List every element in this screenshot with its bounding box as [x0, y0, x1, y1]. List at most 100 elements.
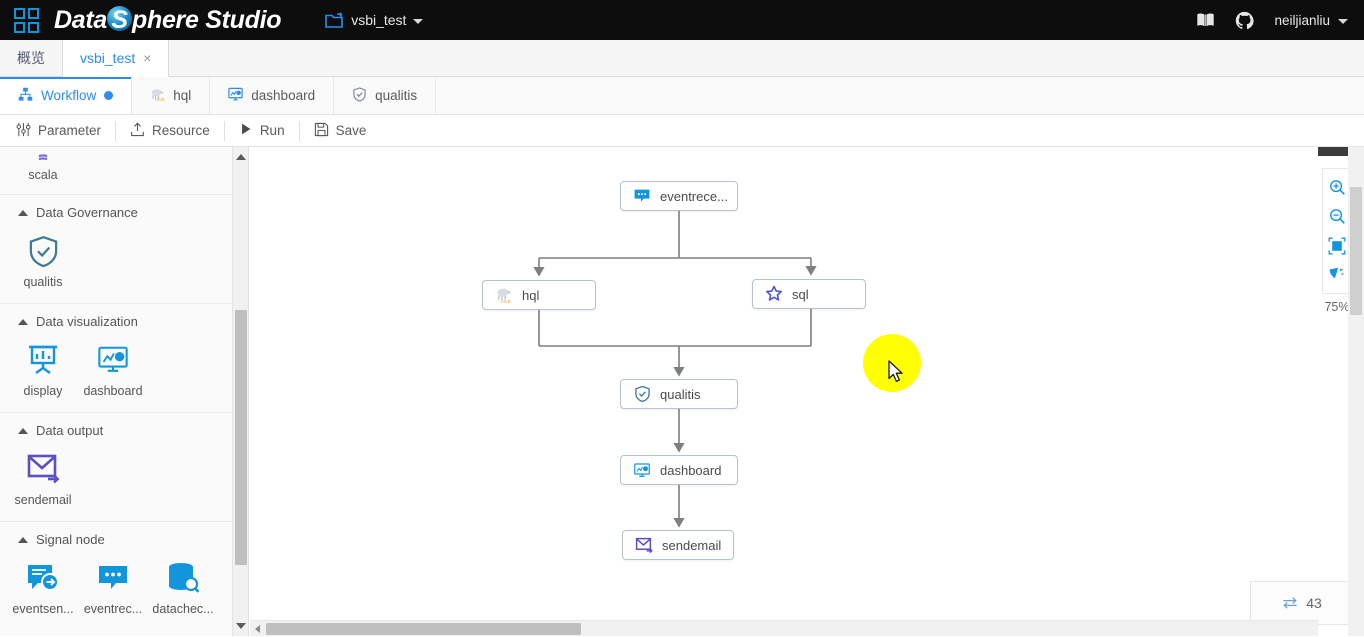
scrollbar-corner: [1348, 620, 1364, 636]
palette-group-header[interactable]: Data visualization: [0, 304, 232, 337]
parameter-button[interactable]: Parameter: [0, 120, 117, 141]
palette-group-title: Signal node: [36, 532, 105, 547]
chevron-down-icon: [413, 18, 424, 24]
node-palette-sidebar[interactable]: scala Data Governance qualitis: [0, 147, 233, 636]
close-icon[interactable]: ×: [143, 50, 152, 66]
github-icon[interactable]: [1235, 11, 1255, 30]
book-icon[interactable]: [1196, 12, 1215, 28]
project-selector[interactable]: vsbi_test: [325, 11, 424, 29]
workflow-edges: [533, 211, 817, 528]
caret-up-icon: [18, 318, 28, 325]
palette-node-scala[interactable]: scala: [8, 147, 78, 190]
canvas-top-divider: [1318, 147, 1348, 156]
workflow-node-label: sql: [792, 286, 809, 302]
palette-node-datacheck[interactable]: datachec...: [148, 555, 218, 624]
brand-text-2: phere Studio: [132, 5, 282, 34]
fit-to-screen-icon: [1328, 237, 1346, 254]
tab-dashboard[interactable]: dashboard: [210, 77, 335, 114]
workflow-node-hql[interactable]: HIVE hql: [482, 280, 596, 310]
project-tab-label: vsbi_test: [80, 50, 136, 66]
workflow-node-qualitis[interactable]: qualitis: [620, 379, 738, 409]
shield-check-icon: [633, 385, 651, 403]
brand-text-1: Data: [54, 5, 107, 34]
tab-hql[interactable]: HIVE hql: [132, 77, 211, 114]
palette-group-partial: scala: [0, 147, 232, 195]
zoom-out-button[interactable]: [1323, 202, 1351, 231]
resource-button[interactable]: Resource: [116, 120, 225, 141]
presentation-chart-icon: [26, 343, 60, 377]
palette-node-qualitis[interactable]: qualitis: [8, 228, 78, 297]
palette-group-title: Data visualization: [36, 314, 138, 329]
project-tab-overview[interactable]: 概览: [0, 39, 62, 76]
dashboard-icon: [228, 87, 243, 105]
tab-label: hql: [173, 88, 192, 103]
palette-node-label: qualitis: [23, 275, 63, 289]
run-button[interactable]: Run: [225, 120, 300, 141]
palette-group-data-governance: Data Governance qualitis: [0, 195, 232, 304]
project-tab-bar: 概览 vsbi_test ×: [0, 40, 1364, 77]
grid-logo-icon[interactable]: [14, 7, 40, 33]
palette-node-display[interactable]: display: [8, 337, 78, 406]
magnifier-plus-icon: [1329, 180, 1345, 195]
workflow-icon: [18, 87, 33, 105]
toolbar-label: Parameter: [38, 123, 102, 138]
vertical-scroll-thumb[interactable]: [1350, 187, 1362, 315]
scroll-up-arrow[interactable]: [233, 149, 249, 165]
palette-node-eventreceive[interactable]: eventrec...: [78, 555, 148, 624]
palette-node-dashboard[interactable]: dashboard: [78, 337, 148, 406]
hive-icon: HIVE: [495, 286, 513, 304]
scroll-left-arrow[interactable]: [250, 621, 264, 637]
badge-count: 43: [1306, 595, 1322, 611]
canvas-horizontal-scrollbar[interactable]: [250, 620, 1318, 636]
palette-group-header[interactable]: Signal node: [0, 522, 232, 555]
magnifier-minus-icon: [1329, 209, 1345, 224]
send-email-icon: [635, 536, 653, 554]
sidebar-scrollbar[interactable]: [233, 147, 249, 636]
status-badge[interactable]: 43: [1250, 581, 1354, 625]
workflow-canvas[interactable]: eventrece... HIVE hql sql qualiti: [250, 147, 1318, 636]
caret-up-icon: [18, 427, 28, 434]
tab-workflow[interactable]: Workflow: [0, 77, 133, 114]
toolbar-label: Save: [335, 123, 367, 138]
workflow-node-dashboard[interactable]: dashboard: [620, 455, 738, 485]
workflow-node-eventreceive[interactable]: eventrece...: [620, 181, 738, 211]
canvas-vertical-scrollbar[interactable]: [1348, 147, 1364, 636]
event-receive-icon: [633, 187, 651, 205]
fit-to-screen-button[interactable]: [1323, 231, 1351, 260]
palette-group-header[interactable]: Data Governance: [0, 195, 232, 228]
sliders-icon: [16, 122, 31, 140]
workflow-node-sendemail[interactable]: sendemail: [622, 530, 734, 560]
scroll-down-arrow[interactable]: [233, 618, 249, 634]
node-tab-bar: Workflow HIVE hql dashboard: [0, 77, 1364, 115]
chevron-down-icon: [1338, 18, 1348, 24]
user-menu[interactable]: neiljianliu: [1274, 13, 1348, 28]
format-brush-button[interactable]: [1323, 260, 1351, 289]
caret-up-icon: [18, 209, 28, 216]
workflow-node-sql[interactable]: sql: [752, 279, 866, 309]
palette-node-sendemail[interactable]: sendemail: [8, 446, 78, 515]
svg-text:HIVE: HIVE: [155, 97, 165, 102]
palette-group-data-visualization: Data visualization display: [0, 304, 232, 413]
project-name: vsbi_test: [351, 12, 407, 28]
project-tab-vsbi-test[interactable]: vsbi_test ×: [62, 40, 170, 77]
workflow-node-label: hql: [522, 287, 540, 303]
exchange-arrows-icon: [1283, 597, 1297, 609]
tab-qualitis[interactable]: qualitis: [334, 77, 437, 114]
palette-node-label: display: [23, 384, 63, 398]
folder-open-icon: [325, 11, 344, 29]
shield-check-icon: [27, 234, 60, 268]
palette-node-label: eventrec...: [83, 602, 143, 616]
palette-group-header[interactable]: Data output: [0, 413, 232, 446]
workflow-node-label: qualitis: [660, 386, 701, 402]
palette-group-data-output: Data output sendemail: [0, 413, 232, 522]
palette-node-eventsend[interactable]: eventsen...: [8, 555, 78, 624]
save-button[interactable]: Save: [300, 121, 381, 141]
data-check-icon: [166, 561, 200, 595]
sidebar-scroll-thumb[interactable]: [235, 310, 247, 565]
palette-group-title: Data Governance: [36, 205, 138, 220]
floppy-disk-icon: [314, 122, 329, 140]
horizontal-scroll-thumb[interactable]: [266, 623, 581, 635]
zoom-in-button[interactable]: [1323, 173, 1351, 202]
mouse-cursor: [888, 360, 903, 383]
